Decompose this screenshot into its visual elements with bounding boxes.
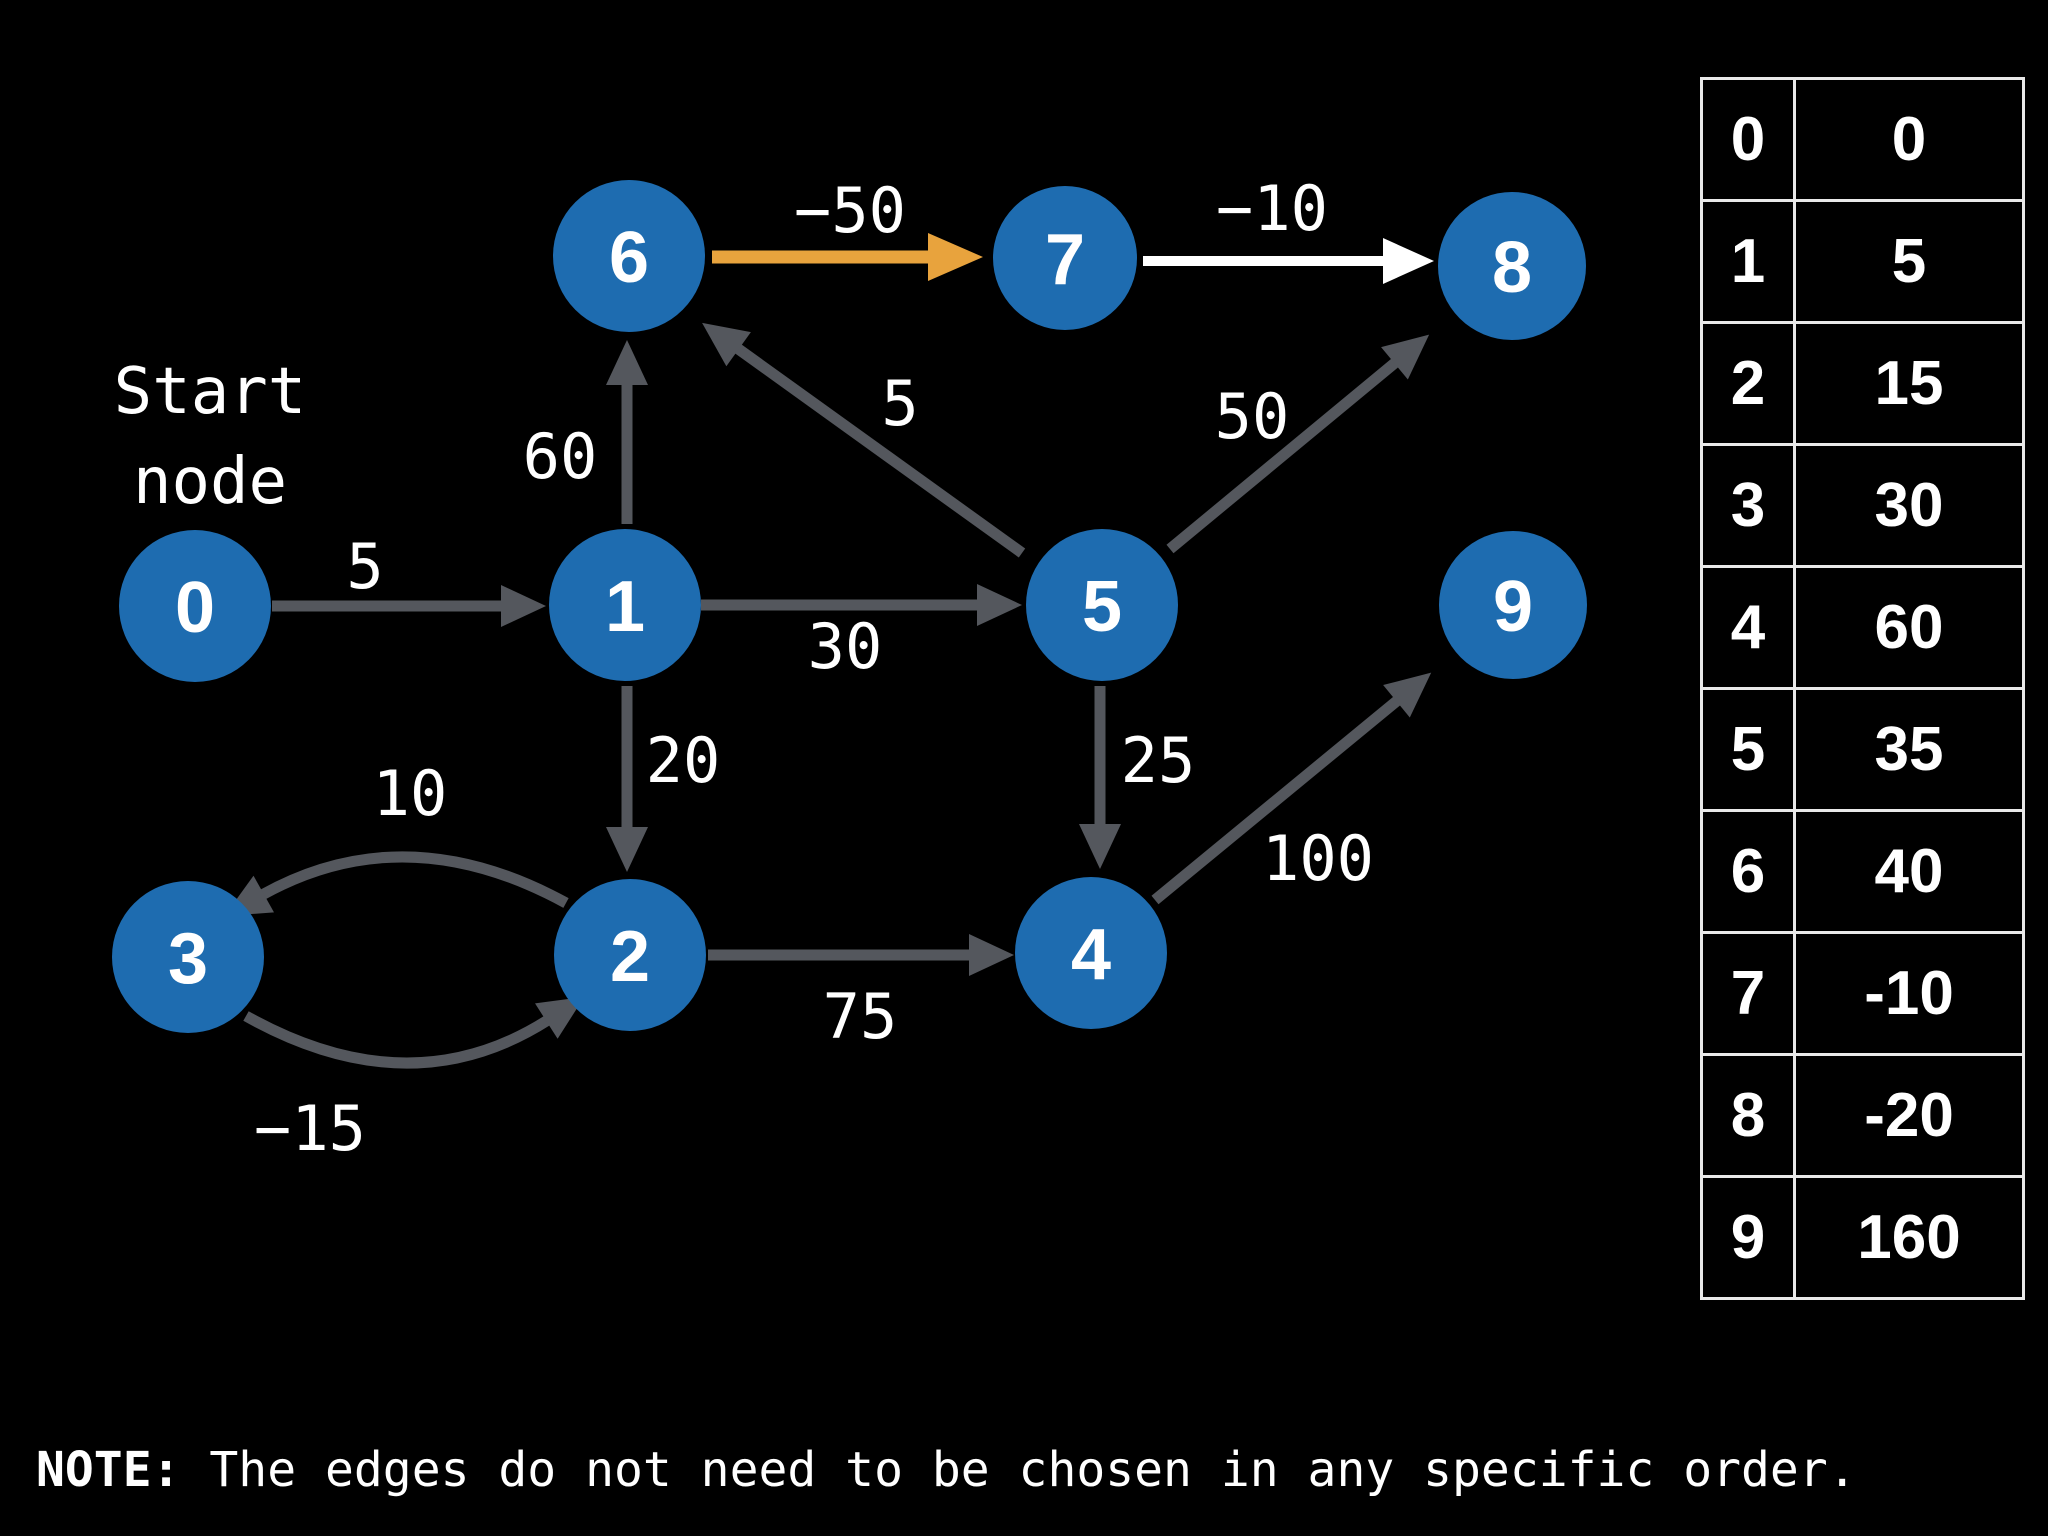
table-row: 7-10 bbox=[1700, 931, 2025, 1056]
edge-2-3-curved bbox=[224, 851, 569, 916]
node-5-circle bbox=[1026, 529, 1178, 681]
table-cell-distance: -20 bbox=[1793, 1053, 2025, 1178]
edge-weight-1-5: 30 bbox=[808, 610, 883, 683]
graph-node-5: 5 bbox=[1026, 529, 1178, 681]
table-cell-node: 0 bbox=[1700, 77, 1796, 202]
table-cell-distance: 30 bbox=[1793, 443, 2025, 568]
table-cell-distance: 15 bbox=[1793, 321, 2025, 446]
edge-5-6 bbox=[702, 322, 1026, 558]
edge-weight-2-3: 10 bbox=[373, 757, 448, 830]
edge-weight-3-2: −15 bbox=[254, 1092, 366, 1165]
node-5-label: 5 bbox=[1082, 567, 1122, 647]
table-row: 8-20 bbox=[1700, 1053, 2025, 1178]
graph-node-6: 6 bbox=[553, 180, 705, 332]
edge-4-9 bbox=[1151, 672, 1432, 905]
graph-node-1: 1 bbox=[549, 529, 701, 681]
node-9-label: 9 bbox=[1493, 567, 1533, 647]
table-cell-node: 3 bbox=[1700, 443, 1796, 568]
node-9-circle bbox=[1439, 531, 1587, 679]
table-cell-distance: 60 bbox=[1793, 565, 2025, 690]
node-6-circle bbox=[553, 180, 705, 332]
note-text: NOTE: The edges do not need to be chosen… bbox=[36, 1442, 2016, 1498]
edge-5-8 bbox=[1166, 334, 1430, 554]
edge-weight-6-7: −50 bbox=[794, 174, 906, 247]
table-cell-node: 8 bbox=[1700, 1053, 1796, 1178]
table-cell-distance: -10 bbox=[1793, 931, 2025, 1056]
graph-node-0: 0 bbox=[119, 530, 271, 682]
graph-node-2: 2 bbox=[554, 879, 706, 1031]
table-cell-node: 1 bbox=[1700, 199, 1796, 324]
graph-node-4: 4 bbox=[1015, 877, 1167, 1029]
edge-weight-4-9: 100 bbox=[1262, 822, 1374, 895]
node-0-circle bbox=[119, 530, 271, 682]
table-cell-node: 7 bbox=[1700, 931, 1796, 1056]
node-8-label: 8 bbox=[1492, 228, 1532, 308]
table-cell-node: 6 bbox=[1700, 809, 1796, 934]
edge-weight-7-8: −10 bbox=[1216, 172, 1328, 245]
node-6-label: 6 bbox=[609, 218, 649, 298]
graph-node-8: 8 bbox=[1438, 192, 1586, 340]
node-3-label: 3 bbox=[168, 919, 208, 999]
edge-weight-5-4: 25 bbox=[1121, 724, 1196, 797]
node-2-label: 2 bbox=[610, 917, 650, 997]
note-body: The edges do not need to be chosen in an… bbox=[180, 1442, 1857, 1498]
table-cell-node: 2 bbox=[1700, 321, 1796, 446]
start-node-label-line2: node bbox=[133, 445, 287, 519]
graph-node-3: 3 bbox=[112, 881, 264, 1033]
edge-3-2-curved bbox=[243, 996, 585, 1069]
node-0-label: 0 bbox=[175, 568, 215, 648]
edge-weight-0-1: 5 bbox=[346, 530, 383, 603]
table-cell-distance: 35 bbox=[1793, 687, 2025, 812]
node-2-circle bbox=[554, 879, 706, 1031]
edge-weight-5-6: 5 bbox=[881, 367, 918, 440]
node-1-label: 1 bbox=[605, 567, 645, 647]
start-node-label-line1: Start bbox=[114, 355, 307, 429]
table-cell-node: 5 bbox=[1700, 687, 1796, 812]
node-4-label: 4 bbox=[1071, 915, 1111, 995]
table-cell-distance: 0 bbox=[1793, 77, 2025, 202]
node-7-circle bbox=[993, 186, 1137, 330]
note-prefix: NOTE: bbox=[36, 1442, 181, 1498]
table-cell-distance: 5 bbox=[1793, 199, 2025, 324]
node-1-circle bbox=[549, 529, 701, 681]
edge-weight-1-2: 20 bbox=[646, 724, 721, 797]
edge-weight-1-6: 60 bbox=[523, 420, 598, 493]
edge-weight-2-4: 75 bbox=[823, 980, 898, 1053]
node-7-label: 7 bbox=[1045, 220, 1085, 300]
graph-node-9: 9 bbox=[1439, 531, 1587, 679]
node-8-circle bbox=[1438, 192, 1586, 340]
edge-weight-5-8: 50 bbox=[1215, 380, 1290, 453]
node-3-circle bbox=[112, 881, 264, 1033]
table-cell-node: 4 bbox=[1700, 565, 1796, 690]
table-cell-distance: 40 bbox=[1793, 809, 2025, 934]
table-cell-distance: 160 bbox=[1793, 1175, 2025, 1300]
graph-node-7: 7 bbox=[993, 186, 1137, 330]
table-cell-node: 9 bbox=[1700, 1175, 1796, 1300]
node-4-circle bbox=[1015, 877, 1167, 1029]
